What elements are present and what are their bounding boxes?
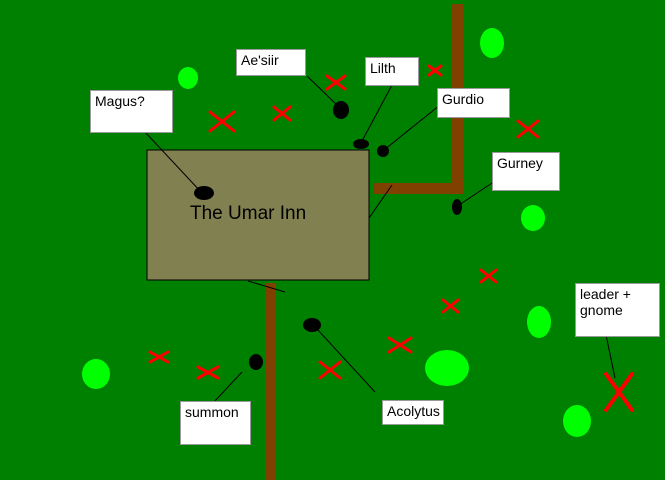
token-summon[interactable] xyxy=(249,354,263,370)
enemy-marker xyxy=(441,298,460,314)
token-gurney[interactable] xyxy=(452,199,462,215)
label-acolytus: Acolytus xyxy=(382,400,444,425)
enemy-marker xyxy=(208,110,236,133)
label-gurney: Gurney xyxy=(492,152,560,191)
token-magus[interactable] xyxy=(194,186,214,200)
enemy-marker xyxy=(196,365,220,380)
tree xyxy=(82,359,110,389)
token-acolytus[interactable] xyxy=(303,318,321,332)
token-aesiir[interactable] xyxy=(333,101,349,119)
inn-name: The Umar Inn xyxy=(190,203,307,224)
tree xyxy=(480,28,504,58)
enemy-marker xyxy=(387,336,413,354)
enemy-marker xyxy=(318,360,342,380)
enemy-marker xyxy=(479,268,498,284)
tree xyxy=(425,350,469,386)
label-pointers xyxy=(144,75,616,404)
token-gurdio[interactable] xyxy=(377,145,389,157)
label-lilth: Lilth xyxy=(365,57,419,86)
token-lilth[interactable] xyxy=(353,139,369,149)
leader-marker xyxy=(604,372,634,412)
enemy-marker xyxy=(272,105,292,122)
road-south xyxy=(265,283,276,480)
enemy-marker xyxy=(516,119,540,139)
label-aesiir: Ae'siir xyxy=(236,49,306,76)
enemy-marker xyxy=(148,350,170,364)
label-gurdio: Gurdio xyxy=(437,88,510,118)
road-to-inn xyxy=(374,183,463,194)
tree xyxy=(178,67,198,89)
enemy-marker xyxy=(325,74,347,91)
label-magus: Magus? xyxy=(90,90,173,133)
label-leader-gnome: leader + gnome xyxy=(575,283,660,337)
enemy-marker xyxy=(427,64,443,77)
inn-building xyxy=(146,149,370,281)
tree xyxy=(521,205,545,231)
tree xyxy=(527,306,551,338)
tree xyxy=(563,405,591,437)
label-summon: summon xyxy=(180,401,251,445)
enemy-markers xyxy=(148,64,634,412)
